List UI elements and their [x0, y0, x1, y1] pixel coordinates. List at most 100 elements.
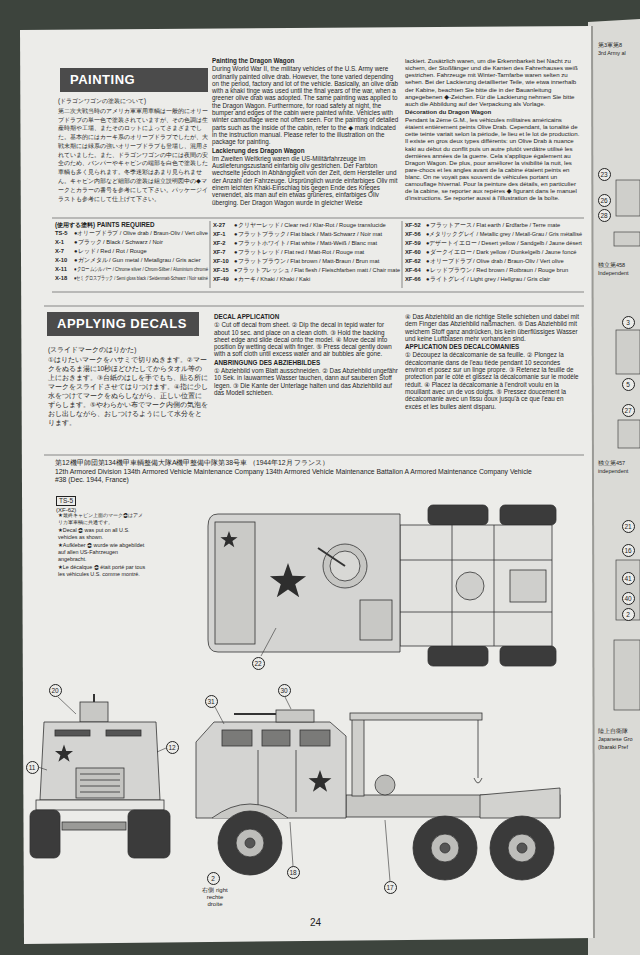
callout-number: 11 — [26, 761, 39, 774]
callout-number: 28 — [598, 209, 611, 222]
front-view-drawing-part — [80, 774, 120, 775]
rule-line-part — [52, 218, 584, 219]
paint-name: ●レッド / Red / Rot / Rouge — [74, 248, 147, 255]
callout-number: 2 — [207, 872, 220, 885]
callout-number: 41 — [622, 572, 635, 585]
text-column: 第12機甲師団第134機甲車輌整備大隊A機甲整備中隊第38号車 （1944年12… — [55, 459, 535, 485]
table-heading: (使用する塗料) PAINTS REQUIRED — [55, 221, 155, 228]
body-text: lackiert. Zusätzlich waren, um die Erken… — [405, 57, 581, 107]
callout-number: 18 — [287, 866, 300, 879]
paint-name: ●オリーブドラブ / Olive drab / Braun-Oliv / Ver… — [74, 230, 208, 237]
callout-number: 26 — [598, 194, 611, 207]
side-view-drawing-part — [222, 730, 252, 746]
heading-text: APPLYING DECALS — [57, 316, 189, 332]
callout-number: 5 — [622, 378, 635, 391]
top-view-drawing-part — [261, 628, 276, 656]
next-page-text: Japanese Gro — [598, 736, 633, 743]
side-view-drawing-part — [309, 770, 332, 792]
side-note: 右側 right rechte droite — [200, 887, 230, 908]
paint-code: X-10 — [55, 257, 67, 264]
front-view-drawing-part — [62, 822, 126, 830]
side-view-drawing-part — [375, 775, 395, 795]
callout-number: 27 — [622, 404, 635, 417]
front-view-drawing — [30, 694, 170, 858]
side-view-drawing-part — [413, 816, 477, 880]
paint-code: XF-49 — [213, 276, 229, 283]
top-view-drawing-part — [400, 560, 552, 561]
side-view-drawing-part — [196, 722, 346, 818]
paint-name: ●カーキ / Khaki / Khaki / Kaki — [234, 276, 310, 283]
paint-code: XF-62 — [405, 258, 421, 265]
callout-number: 12 — [166, 741, 179, 754]
side-view-drawing-part — [236, 829, 264, 857]
front-view-drawing-part — [80, 702, 108, 722]
paint-code: X-11 — [55, 266, 67, 273]
heading-band: APPLYING DECALS — [47, 312, 199, 336]
next-page-text: 第3軍第8 — [598, 42, 622, 49]
side-view-drawing-part — [480, 788, 560, 818]
paint-name: ●デザートイエロー / Desert yellow / Sandgelb / J… — [426, 240, 582, 247]
front-view-drawing-part — [30, 810, 60, 858]
text-column: Painting the Dragon WagonDuring World Wa… — [212, 57, 400, 207]
paint-code: XF-64 — [405, 267, 421, 274]
side-view-drawing-part — [300, 730, 330, 746]
top-view-drawing-part — [428, 505, 488, 525]
side-view-drawing-part — [296, 750, 297, 812]
top-view-drawing-part — [456, 572, 484, 600]
next-page-text: independent — [598, 468, 628, 475]
paint-name: ●クリヤーレッド / Clear red / Klar-Rot / Rouge … — [234, 222, 386, 229]
paint-code: XF-66 — [405, 276, 421, 283]
side-view-drawing-part — [508, 834, 536, 862]
next-page-text: (Ibaraki Pref — [598, 744, 628, 751]
body-text: ① Abziehbild vom Blatt ausschneiden. ② D… — [214, 367, 400, 396]
text-column: (スライドマークのはりかた)①はりたいマークをハサミで切りぬきます。②マークをぬ… — [48, 345, 208, 428]
paint-code: XF-52 — [405, 222, 421, 229]
side-view-drawing-part — [385, 820, 390, 881]
side-view-drawing-part — [474, 778, 482, 783]
side-view-drawing-part — [352, 716, 364, 796]
paint-name: ●ブラック / Black / Schwarz / Noir — [74, 239, 163, 246]
paint-code: X-7 — [55, 248, 64, 255]
text-column: (ドラゴンワゴンの塗装について)第二次大戦当時のアメリカ軍軍用車輌は一般的にオリ… — [58, 97, 208, 204]
paint-name: ●オリーブドラブ / Olive drab / Braun-Oliv / Ver… — [426, 258, 564, 265]
front-view-drawing-part — [58, 697, 76, 714]
side-view-drawing-part — [440, 843, 450, 853]
paint-name: ●メタリックグレイ / Metallic grey / Metall-Grau … — [426, 231, 582, 238]
side-view-drawing-part — [290, 822, 293, 866]
body-text: ★最終キャビン上面のマーク㉒はアメリカ軍車輌に共通です。 — [58, 512, 146, 525]
front-view-drawing-part — [157, 748, 166, 752]
side-view-drawing-part — [431, 834, 459, 862]
next-page-text: Independent — [598, 270, 629, 277]
next-page-drawing — [614, 180, 640, 710]
side-view-drawing-part — [517, 843, 527, 853]
paint-code: XF-7 — [213, 249, 226, 256]
front-view-drawing-part — [80, 786, 120, 787]
body-text: (ドラゴンワゴンの塗装について) — [58, 97, 208, 106]
next-page-drawing-part — [616, 560, 640, 620]
paint-code: XF-10 — [213, 258, 229, 265]
side-view-drawing-part — [258, 750, 259, 812]
body-text: (スライドマークのはりかた) — [48, 345, 208, 354]
paint-code-box: TS-5(XF-62) — [56, 489, 76, 514]
callout-number: 2 — [622, 608, 635, 621]
paint-name: ●ライトグレイ / Light grey / Hellgrau / Gris c… — [426, 276, 550, 283]
next-page-drawing-part — [616, 180, 640, 216]
paint-code: XF-56 — [405, 231, 421, 238]
paint-name: ●フラットブラック / Flat black / Matt-Schwarz / … — [234, 231, 382, 238]
callout-number: 31 — [205, 695, 218, 708]
section-heading: Décoration du Dragon Wagon — [405, 108, 581, 115]
body-text: 第12機甲師団第134機甲車輌整備大隊A機甲整備中隊第38号車 （1944年12… — [55, 459, 535, 467]
side-view-drawing-part — [285, 697, 291, 709]
side-view-drawing — [196, 697, 560, 881]
body-text: ★Aufkleber ㉒ wurde wie abgebildet auf al… — [58, 542, 146, 562]
text-column: ★最終キャビン上面のマーク㉒はアメリカ軍車輌に共通です。★Decal ㉒ was… — [58, 512, 146, 579]
side-view-drawing-part — [234, 713, 276, 715]
front-view-drawing-part — [80, 792, 120, 793]
top-view-drawing-part — [208, 514, 400, 652]
top-view-drawing-part — [494, 525, 495, 646]
section-heading: ANBRINGUNG DES ABZIEHBILDES — [214, 359, 400, 366]
side-view-drawing-part — [218, 811, 282, 875]
